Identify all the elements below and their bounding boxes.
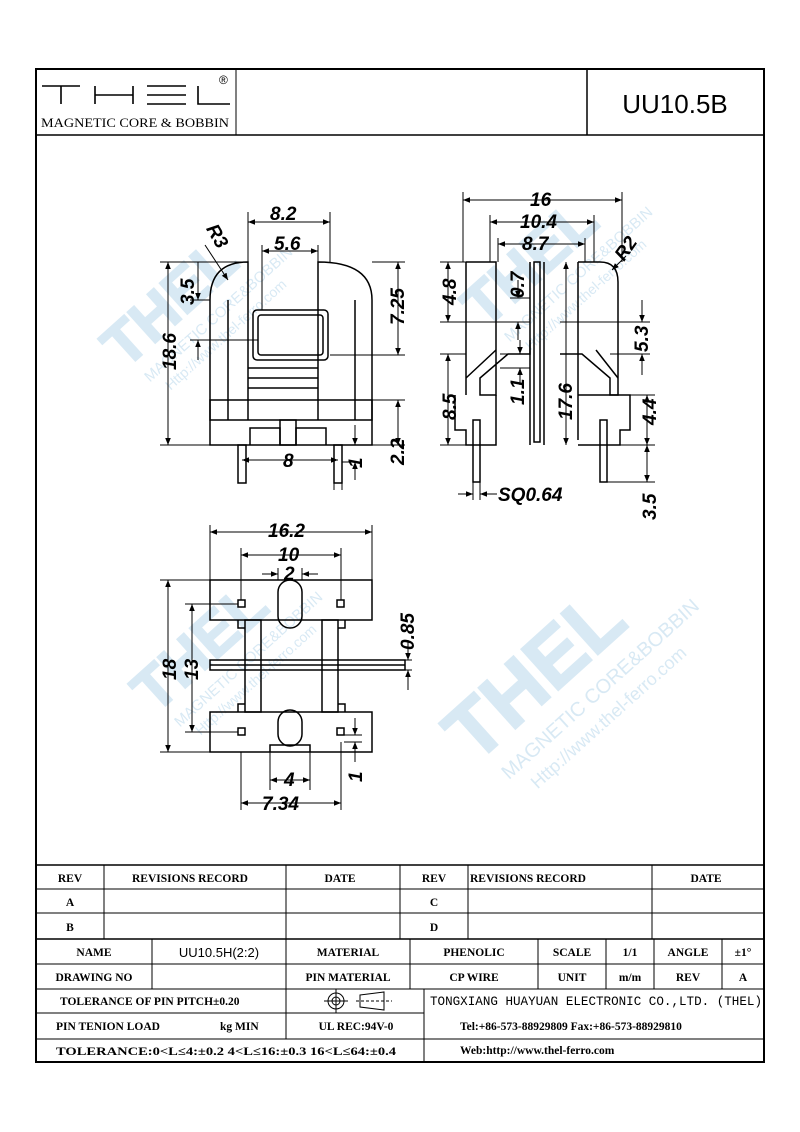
dim-bottom-4: 4	[283, 770, 295, 791]
logo-registered-mark: ®	[219, 73, 228, 87]
name-label: NAME	[76, 947, 111, 959]
dim-front-1: 1	[346, 457, 367, 468]
dim-bottom-13: 13	[182, 658, 203, 680]
dim-front-2-2: 2.2	[388, 438, 409, 466]
contact-info: Tel:+86-573-88929809 Fax:+86-573-8892981…	[460, 1021, 682, 1033]
rev-header-2: REV	[422, 873, 447, 885]
rev-header-1: REV	[58, 873, 83, 885]
dim-side-17-6: 17.6	[556, 383, 577, 420]
dim-side-8-7: 8.7	[522, 234, 550, 255]
dim-side-1-1: 1.1	[508, 379, 529, 405]
unit-label: UNIT	[558, 972, 587, 984]
rev-value: A	[739, 972, 748, 984]
dim-side-8-5: 8.5	[440, 393, 461, 420]
dim-side-5-3: 5.3	[632, 325, 653, 352]
bottom-dimensions	[160, 525, 412, 810]
dim-side-4-8: 4.8	[440, 278, 461, 306]
dim-bottom-16-2: 16.2	[268, 521, 305, 542]
material-label: MATERIAL	[317, 947, 380, 959]
ul-rec: UL REC:94V-0	[319, 1021, 394, 1033]
dim-front-3-5: 3.5	[178, 278, 199, 305]
dim-side-sq: SQ0.64	[498, 485, 563, 506]
dim-front-8-2: 8.2	[270, 204, 297, 225]
revisions-record-header-2: REVISIONS RECORD	[470, 873, 586, 885]
dim-front-18-6: 18.6	[160, 333, 181, 370]
unit-value: m/m	[619, 972, 642, 984]
sheet-border	[35, 68, 765, 1063]
company-name: TONGXIANG HUAYUAN ELECTRONIC CO.,LTD. (T…	[430, 994, 762, 1009]
angle-value: ±1°	[735, 947, 752, 959]
dim-side-3-5: 3.5	[640, 493, 661, 520]
title-block	[36, 864, 764, 1062]
rev-row-c: C	[430, 897, 438, 909]
front-dimensions	[160, 212, 405, 490]
part-number: UU10.5B	[622, 89, 728, 119]
dim-bottom-1: 1	[346, 771, 367, 782]
rev-row-d: D	[430, 922, 438, 934]
pin-material-label: PIN MATERIAL	[305, 972, 390, 984]
revisions-record-header-1: REVISIONS RECORD	[132, 873, 248, 885]
dim-bottom-2: 2	[283, 564, 295, 585]
tolerance-pitch: TOLERANCE OF PIN PITCH±0.20	[60, 996, 240, 1008]
dim-side-0-7: 0.7	[508, 270, 529, 298]
pin-material-value: CP WIRE	[449, 972, 499, 984]
thel-logo	[42, 85, 230, 105]
pin-tension-unit: kg MIN	[220, 1021, 259, 1033]
dim-front-5-6: 5.6	[274, 234, 301, 255]
date-header-2: DATE	[690, 873, 721, 885]
projection-symbol-icon	[324, 989, 392, 1013]
pin-tension-label: PIN TENION LOAD	[56, 1021, 160, 1033]
dim-side-10-4: 10.4	[520, 212, 557, 233]
logo-subtitle: MAGNETIC CORE & BOBBIN	[41, 116, 229, 130]
date-header-1: DATE	[324, 873, 355, 885]
rev-label: REV	[676, 972, 701, 984]
rev-row-b: B	[66, 922, 74, 934]
dim-front-7-25: 7.25	[388, 288, 409, 325]
dim-side-4-4: 4.4	[640, 398, 661, 426]
rev-row-a: A	[66, 897, 75, 909]
drawing-no-label: DRAWING NO	[56, 972, 133, 984]
dim-bottom-10: 10	[278, 545, 300, 566]
angle-label: ANGLE	[668, 947, 709, 959]
dim-bottom-7-34: 7.34	[262, 794, 299, 815]
name-value: UU10.5H(2:2)	[179, 945, 259, 960]
dim-bottom-18: 18	[160, 658, 181, 680]
web-address: Web:http://www.thel-ferro.com	[460, 1045, 615, 1057]
scale-label: SCALE	[553, 947, 592, 959]
side-dimensions	[440, 192, 655, 500]
dim-side-16: 16	[530, 190, 552, 211]
material-value: PHENOLIC	[443, 947, 504, 959]
scale-value: 1/1	[623, 947, 638, 959]
dim-front-8: 8	[283, 451, 294, 472]
tolerance-general: TOLERANCE:0<L≤4:±0.2 4<L≤16:±0.3 16<L≤64…	[56, 1046, 396, 1058]
dim-bottom-0-85: 0.85	[398, 613, 419, 650]
title-header: ® MAGNETIC CORE & BOBBIN UU10.5B	[35, 68, 764, 136]
